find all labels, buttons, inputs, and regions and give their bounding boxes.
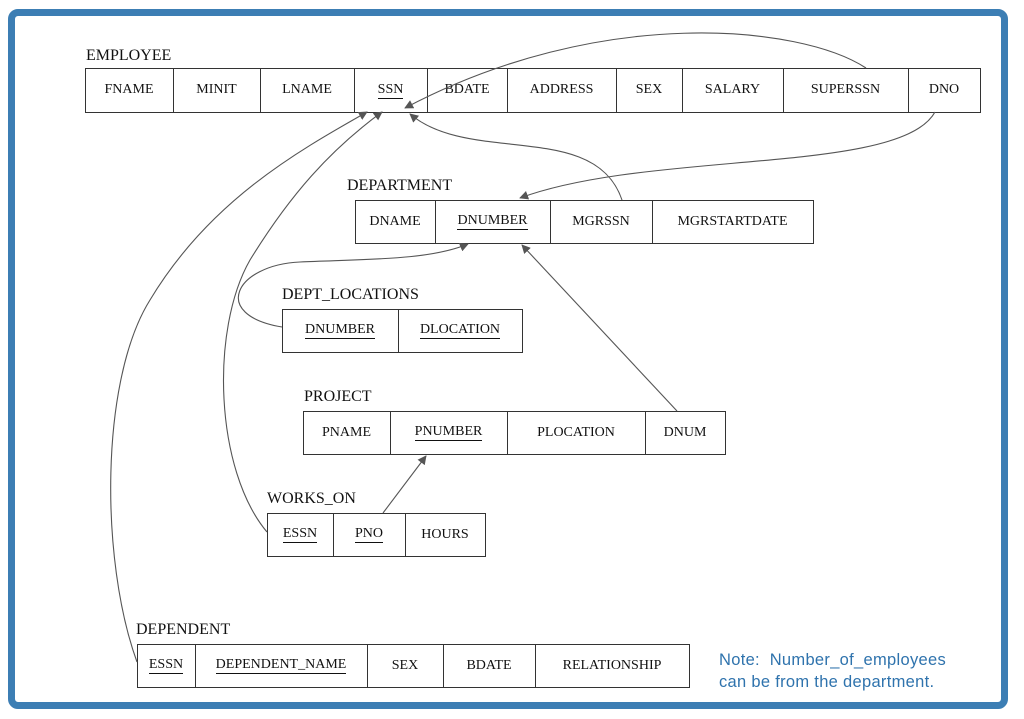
attribute-label: DNAME	[369, 213, 421, 229]
attribute-plocation: PLOCATION	[507, 411, 645, 454]
attribute-label: PNAME	[321, 424, 371, 440]
attribute-label: SUPERSSN	[810, 82, 881, 97]
relation-title-dependent: DEPENDENT	[136, 621, 231, 638]
relation-title-department: DEPARTMENT	[347, 177, 453, 194]
relation-title-dept-locations: DEPT_LOCATIONS	[282, 286, 419, 303]
relation-dept-locations: DNUMBER DLOCATION	[282, 309, 522, 352]
relation-title-works-on: WORKS_ON	[267, 490, 356, 507]
note-line-1: Note: Number_of_employees	[719, 651, 946, 669]
attribute-mgrstartdate: MGRSTARTDATE	[652, 200, 813, 243]
note-line-2: can be from the department.	[719, 673, 935, 691]
attribute-label: BDATE	[466, 657, 512, 673]
relation-dependent: ESSN DEPENDENT_NAME SEX BDATE RELATIONSHIP	[137, 644, 689, 687]
attribute-minit: MINIT	[173, 68, 260, 112]
attribute-bdate: BDATE	[443, 644, 535, 687]
attribute-pnumber: PNUMBER	[390, 411, 507, 454]
relation-works-on: ESSN PNO HOURS	[267, 513, 485, 556]
relation-box-project	[303, 411, 726, 455]
attribute-pno: PNO	[333, 513, 405, 556]
attribute-label: ADDRESS	[529, 82, 594, 97]
fk-mgrssn-to-ssn	[409, 113, 623, 201]
relation-title-employee: EMPLOYEE	[86, 47, 172, 64]
attribute-label: SEX	[391, 657, 419, 673]
relation-box-department	[355, 200, 814, 244]
attribute-label: SSN	[377, 81, 404, 99]
attribute-dno: DNO	[908, 68, 980, 112]
fk-dependent-essn-to-ssn	[110, 111, 368, 663]
attribute-essn: ESSN	[137, 644, 195, 687]
relation-box-employee	[85, 68, 981, 113]
fk-superssn-to-ssn	[404, 32, 867, 109]
attribute-label: SEX	[635, 82, 663, 97]
attribute-label: PNO	[354, 526, 383, 543]
attribute-hours: HOURS	[405, 513, 485, 556]
attribute-dependent-name: DEPENDENT_NAME	[195, 644, 367, 687]
attribute-label: DNUMBER	[457, 213, 528, 230]
fk-dnum-to-dnumber	[521, 244, 678, 412]
attribute-label: DNUM	[663, 424, 707, 440]
attribute-label: MINIT	[196, 82, 237, 97]
attribute-label: ESSN	[282, 526, 318, 543]
attribute-mgrssn: MGRSSN	[550, 200, 652, 243]
fk-pno-to-pnumber	[382, 455, 427, 514]
note-text: Note: Number_of_employees can be from th…	[719, 649, 946, 693]
attribute-dname: DNAME	[355, 200, 435, 243]
attribute-dnumber: DNUMBER	[435, 200, 550, 243]
attribute-label: LNAME	[282, 82, 332, 97]
attribute-sex: SEX	[367, 644, 443, 687]
relation-box-works-on	[267, 513, 486, 557]
attribute-dnumber: DNUMBER	[282, 309, 398, 352]
attribute-label: ESSN	[148, 657, 184, 674]
attribute-label: SALARY	[704, 82, 761, 97]
attribute-label: MGRSSN	[572, 213, 630, 229]
fk-works-on-essn-to-ssn	[222, 111, 383, 533]
attribute-salary: SALARY	[682, 68, 783, 112]
attribute-lname: LNAME	[260, 68, 354, 112]
relation-title-project: PROJECT	[304, 388, 372, 405]
relation-project: PNAME PNUMBER PLOCATION DNUM	[303, 411, 725, 454]
attribute-label: DEPENDENT_NAME	[215, 657, 347, 674]
attribute-label: PNUMBER	[414, 424, 483, 441]
attribute-label: DNO	[928, 82, 960, 97]
attribute-label: HOURS	[421, 526, 469, 542]
attribute-label: DLOCATION	[419, 322, 501, 339]
attribute-label: FNAME	[104, 82, 154, 97]
attribute-label: DNUMBER	[304, 322, 375, 339]
attribute-pname: PNAME	[303, 411, 390, 454]
attribute-sex: SEX	[616, 68, 682, 112]
attribute-label: RELATIONSHIP	[562, 657, 662, 673]
fk-dno-to-dnumber	[519, 111, 936, 200]
attribute-relationship: RELATIONSHIP	[535, 644, 689, 687]
attribute-address: ADDRESS	[507, 68, 616, 112]
attribute-dnum: DNUM	[645, 411, 725, 454]
relation-box-dept-locations	[282, 309, 523, 353]
fk-dept-locations-to-dnumber	[237, 242, 469, 328]
attribute-fname: FNAME	[85, 68, 173, 112]
attribute-essn: ESSN	[267, 513, 333, 556]
attribute-superssn: SUPERSSN	[783, 68, 908, 112]
attribute-label: PLOCATION	[537, 424, 615, 440]
relation-employee: FNAME MINIT LNAME SSN BDATE ADDRESS SEX SALARY S…	[85, 68, 980, 112]
relation-box-dependent	[137, 644, 690, 688]
attribute-label: BDATE	[444, 82, 490, 97]
attribute-label: MGRSTARTDATE	[677, 213, 788, 229]
attribute-bdate: BDATE	[427, 68, 507, 112]
diagram-frame	[8, 9, 1008, 709]
relation-department: DNAME DNUMBER MGRSSN MGRSTARTDATE	[355, 200, 813, 243]
attribute-ssn: SSN	[354, 68, 427, 112]
attribute-dlocation: DLOCATION	[398, 309, 522, 352]
